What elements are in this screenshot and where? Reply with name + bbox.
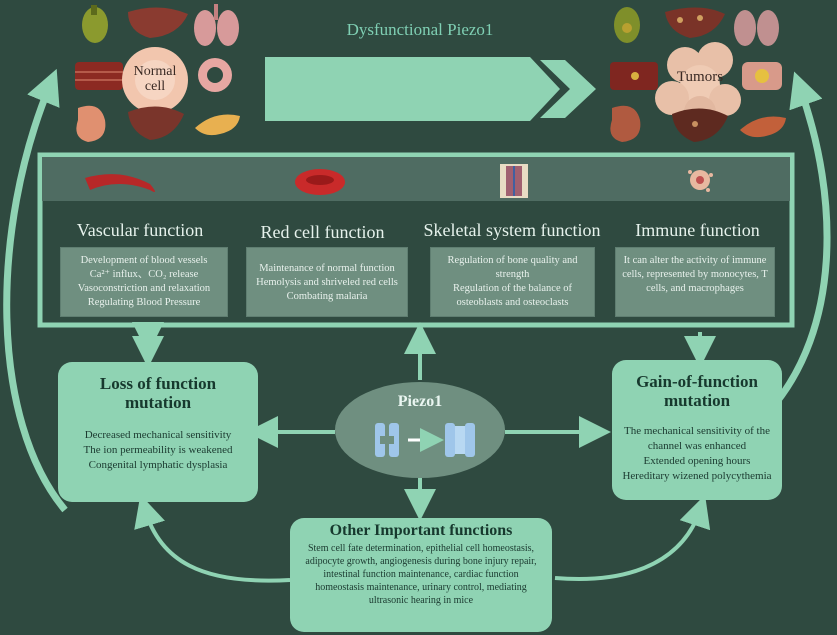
tumor-cluster-icon [655, 42, 741, 128]
page-title: Dysfunctional Piezo1 [346, 20, 494, 39]
gain-of-function-card: Gain-of-function mutation The mechanical… [612, 360, 782, 500]
loss-line: Congenital lymphatic dysplasia [88, 459, 228, 471]
vessel-tumor-icon [742, 62, 782, 90]
normal-cell-label: Normal cell [122, 64, 188, 94]
normal-cell-label-line1: Normal [133, 64, 177, 79]
gain-line: Hereditary wizened polycythemia [622, 470, 772, 482]
stomach-icon [76, 105, 106, 142]
left-curve-arrow [3, 68, 68, 513]
loss-line: The ion permeability is weakened [83, 444, 233, 456]
function-box-red-cell: Maintenance of normal function Hemolysis… [246, 247, 408, 317]
red-cell-line: Combating malaria [286, 291, 368, 302]
gain-line: Extended opening hours [643, 455, 751, 467]
ion-channel-icon [375, 423, 475, 457]
gallbladder-tumor-icon [614, 7, 640, 43]
liver-icon [128, 7, 188, 38]
red-cell-line: Maintenance of normal function [259, 263, 395, 274]
loss-of-function-card: Loss of function mutation Decreased mech… [58, 362, 258, 502]
immune-line: It can alter the activity of immune cell… [622, 255, 768, 294]
other-functions-card: Other Important functions Stem cell fate… [290, 518, 552, 632]
function-title-red-cell: Red cell function [260, 222, 385, 242]
blood-vessel-icon [85, 174, 155, 192]
lung-icon [194, 4, 239, 46]
liver-icon-2 [128, 106, 184, 140]
intestine-icon [75, 62, 123, 90]
stomach-tumor-icon [610, 105, 641, 142]
skeletal-line: Regulation of the balance of osteoblasts… [453, 283, 572, 308]
normal-cell-icon [122, 47, 188, 113]
gain-line: The mechanical sensitivity of the channe… [623, 425, 770, 452]
pancreas-icon [195, 114, 240, 136]
red-cell-line: Hemolysis and shriveled red cells [256, 277, 398, 288]
function-title-immune: Immune function [635, 220, 760, 240]
function-title-skeletal: Skeletal system function [423, 220, 601, 240]
piezo-label: Piezo1 [397, 393, 443, 410]
vascular-line: Regulating Blood Pressure [87, 297, 201, 308]
function-title-vascular: Vascular function [76, 220, 204, 240]
gain-title: Gain-of-function mutation [636, 372, 758, 410]
right-curve-arrow [767, 71, 831, 413]
red-blood-cell-icon [295, 169, 345, 195]
dysfunction-arrow [265, 57, 596, 121]
pancreas-tumor-icon [740, 116, 786, 138]
other-text: Stem cell fate determination, epithelial… [305, 543, 537, 606]
skeletal-line: Regulation of bone quality and strength [447, 255, 578, 280]
immune-cell-icon [688, 170, 713, 192]
other-to-gain-arrow [554, 494, 711, 581]
bone-icon [500, 164, 528, 198]
liver-tumor-icon-2 [672, 108, 728, 142]
vascular-line: Vasoconstriction and relaxation [77, 283, 211, 294]
liver-tumor-icon [665, 7, 725, 38]
vascular-line: Ca²⁺ influx、CO₂ release [89, 269, 199, 280]
other-title: Other Important functions [329, 522, 513, 539]
gallbladder-icon [82, 5, 108, 43]
other-to-loss-arrow [134, 494, 291, 583]
tumor-label: Tumors [676, 69, 724, 85]
lung-tumor-icon [734, 10, 779, 46]
intestine-tumor-icon [610, 62, 658, 90]
normal-cell-label-line2: cell [144, 79, 166, 94]
vessel-icon [198, 58, 232, 92]
function-box-vascular: Development of blood vessels Ca²⁺ influx… [60, 247, 228, 317]
loss-line: Decreased mechanical sensitivity [84, 429, 232, 441]
function-box-immune: It can alter the activity of immune cell… [615, 247, 775, 317]
vascular-line: Development of blood vessels [80, 255, 208, 266]
loss-title: Loss of function mutation [99, 374, 217, 412]
function-box-skeletal: Regulation of bone quality and strength … [430, 247, 595, 317]
